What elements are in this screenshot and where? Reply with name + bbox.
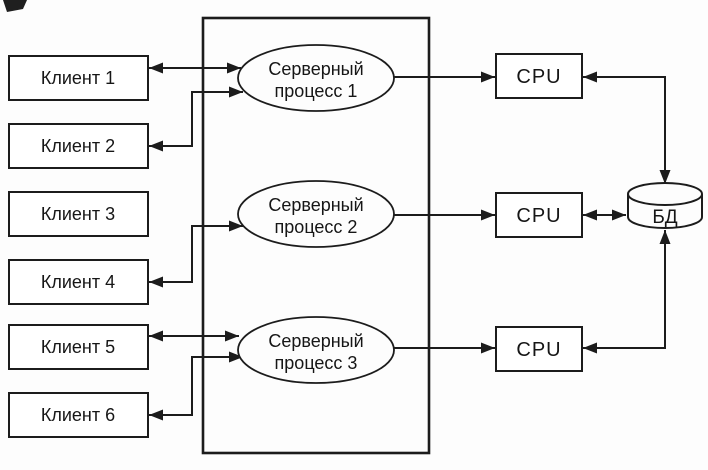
server-container-box <box>201 16 431 455</box>
connector-client4-process2 <box>149 220 243 288</box>
client-node-1: Клиент 1 <box>8 55 149 101</box>
client-1-label: Клиент 1 <box>41 68 115 88</box>
corner-artifact <box>3 0 27 12</box>
cpu-3-box <box>495 326 583 372</box>
client-4-label: Клиент 4 <box>41 272 115 292</box>
client-2-label: Клиент 2 <box>41 136 115 156</box>
client-node-6: Клиент 6 <box>8 392 149 438</box>
cpu-1-box <box>495 53 583 99</box>
cpu-1-label: CPU <box>516 66 561 88</box>
client-node-4: Клиент 4 <box>8 259 149 305</box>
client-3-label: Клиент 3 <box>41 204 115 224</box>
server-process-3-label-line2: процесс 3 <box>275 353 358 373</box>
server-process-node-1: Серверный процесс 1 <box>237 44 395 112</box>
server-process-node-3: Серверный процесс 3 <box>237 316 395 384</box>
client-node-5: Клиент 5 <box>8 324 149 370</box>
client-1-box <box>8 55 149 101</box>
database-cylinder-top <box>627 182 703 206</box>
server-process-3-label-line1: Серверный <box>268 331 363 351</box>
server-process-2-ellipse <box>237 180 395 248</box>
server-process-2-label-line1: Серверный <box>268 195 363 215</box>
client-node-2: Клиент 2 <box>8 123 149 169</box>
server-process-2-label-line2: процесс 2 <box>275 217 358 237</box>
cpu-2-box <box>495 192 583 238</box>
server-process-3-ellipse <box>237 316 395 384</box>
client-5-label: Клиент 5 <box>41 337 115 357</box>
client-6-label: Клиент 6 <box>41 405 115 425</box>
cpu-node-2: CPU <box>495 192 583 238</box>
cpu-node-1: CPU <box>495 53 583 99</box>
server-process-1-ellipse <box>237 44 395 112</box>
client-2-box <box>8 123 149 169</box>
client-6-box <box>8 392 149 438</box>
database-node: БД <box>627 182 703 229</box>
cpu-3-label: CPU <box>516 339 561 361</box>
cpu-2-label: CPU <box>516 205 561 227</box>
client-5-box <box>8 324 149 370</box>
client-3-box <box>8 191 149 237</box>
server-process-1-label-line2: процесс 1 <box>275 81 358 101</box>
connector-cpu1-db <box>583 71 671 184</box>
client-node-3: Клиент 3 <box>8 191 149 237</box>
client-4-box <box>8 259 149 305</box>
database-label: БД <box>652 207 677 228</box>
server-process-node-2: Серверный процесс 2 <box>237 180 395 248</box>
cpu-node-3: CPU <box>495 326 583 372</box>
connector-cpu3-db <box>583 230 671 354</box>
server-process-1-label-line1: Серверный <box>268 59 363 79</box>
connector-client6-process3 <box>149 351 243 421</box>
connector-client2-process1 <box>149 86 243 152</box>
connectors <box>149 62 671 421</box>
